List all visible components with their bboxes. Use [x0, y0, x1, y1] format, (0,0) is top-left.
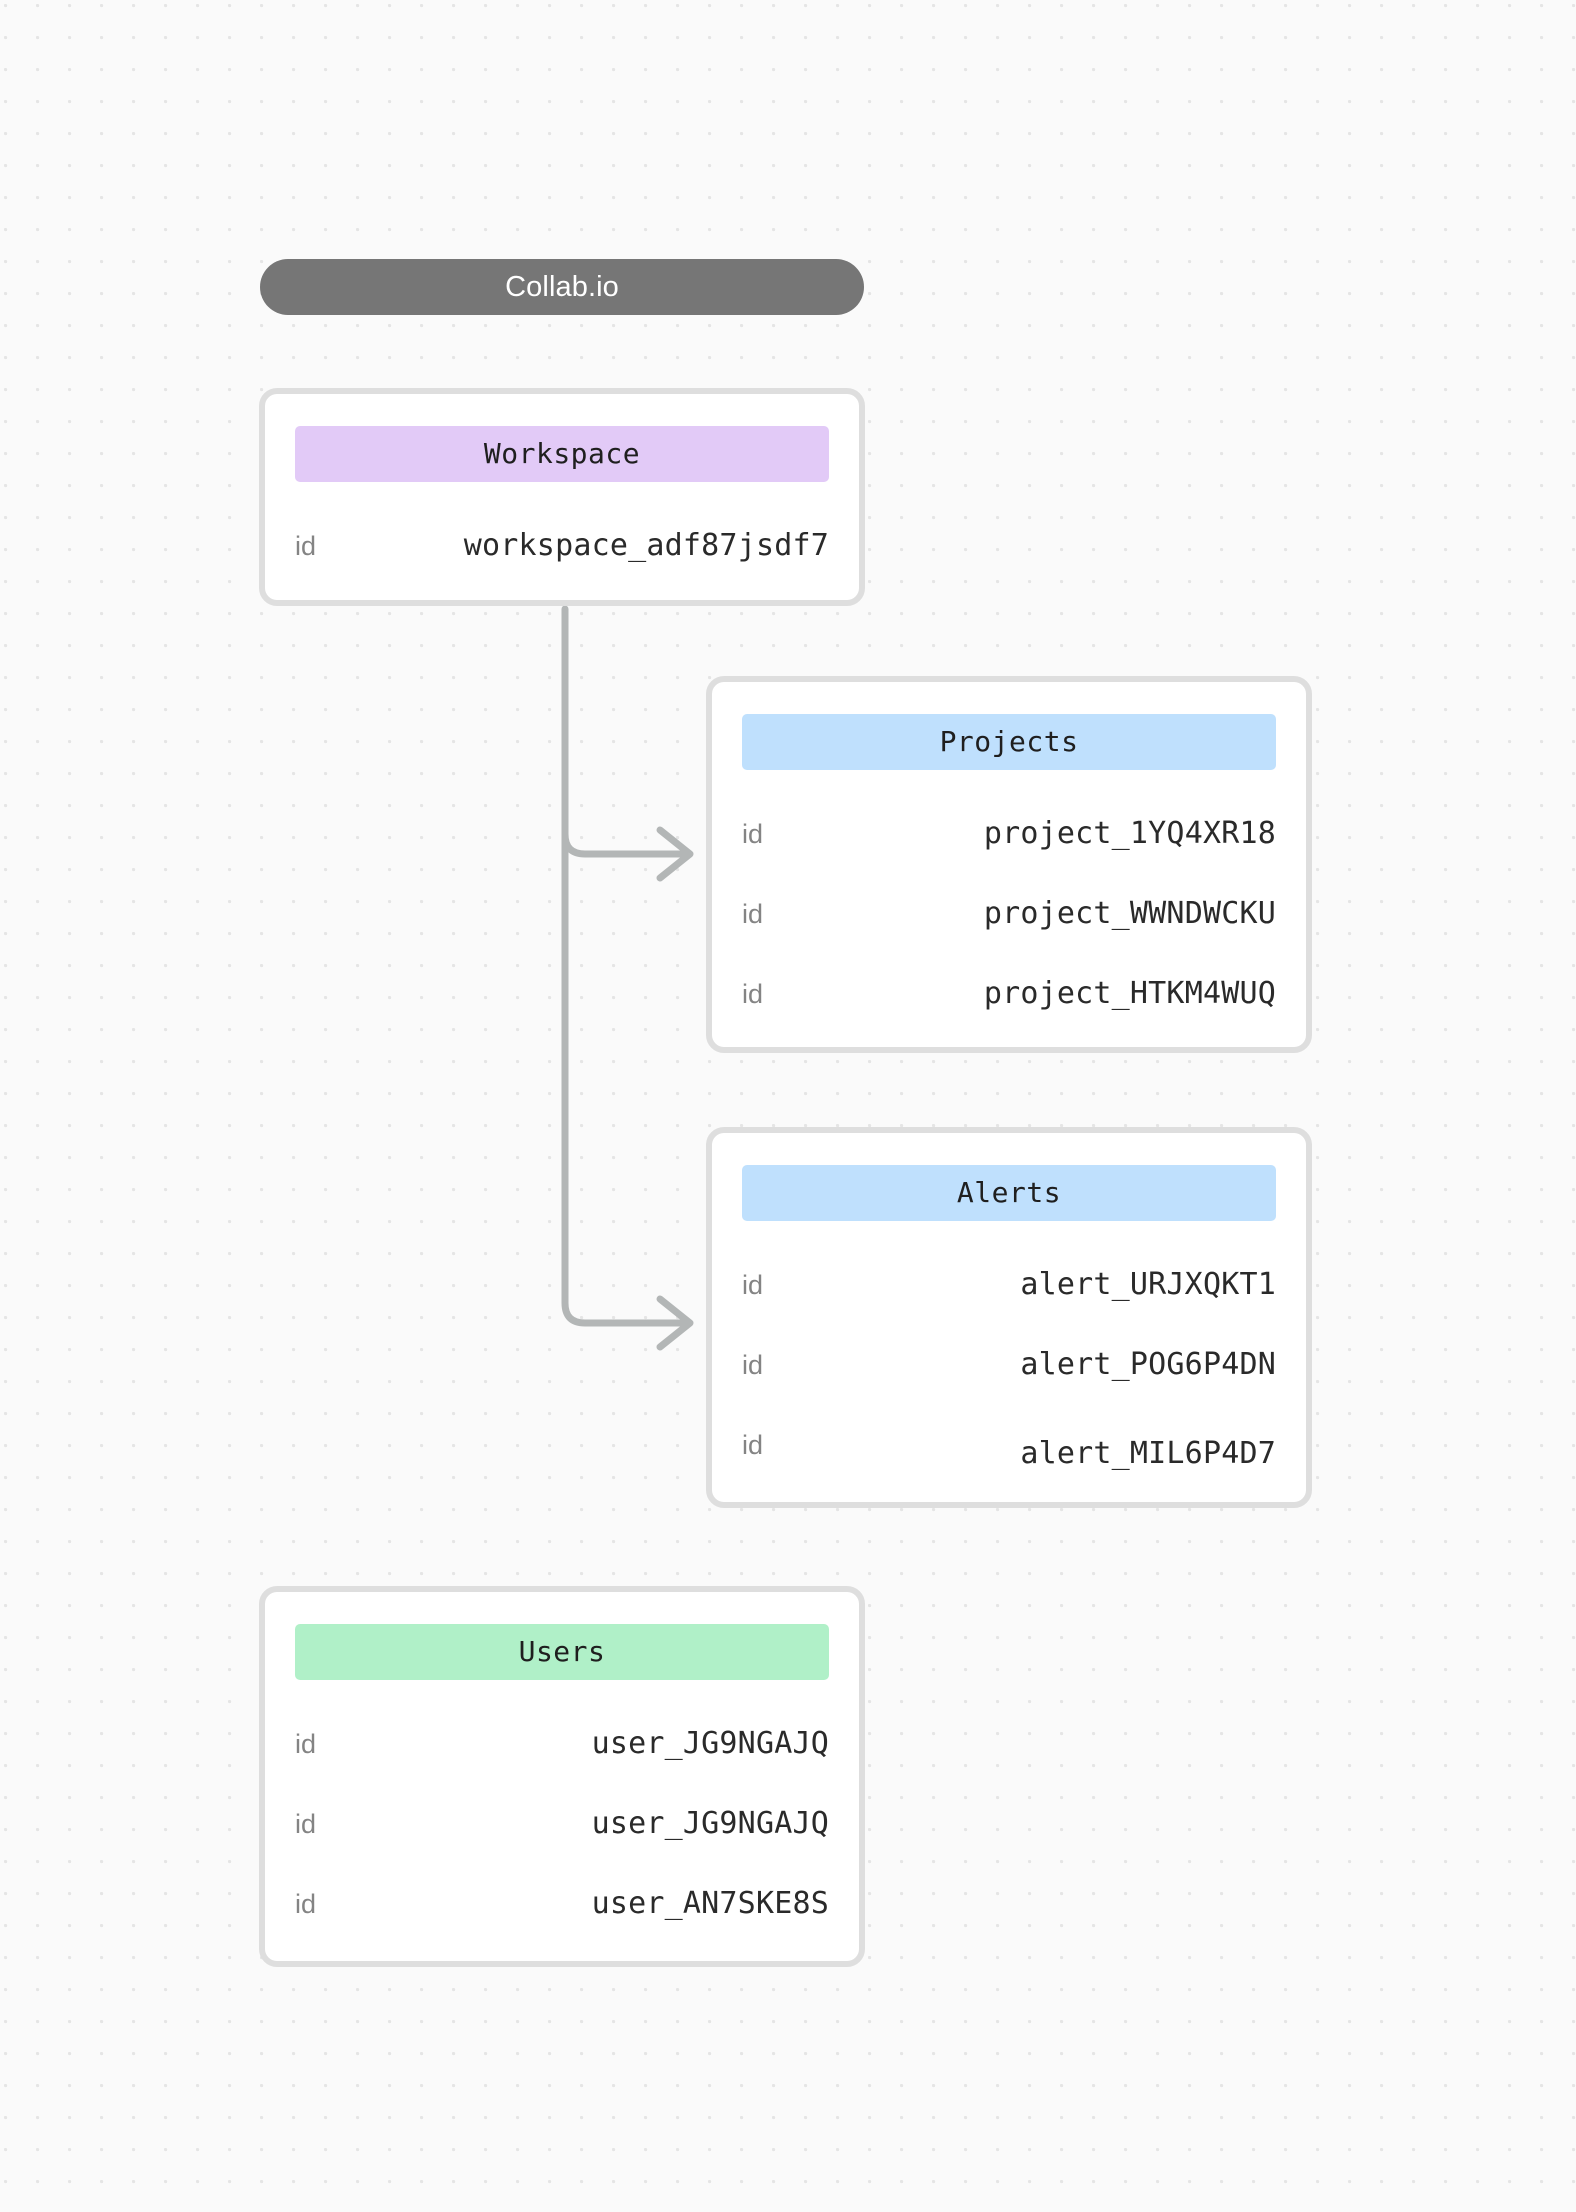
connector-to-projects	[561, 830, 644, 858]
row-value: user_JG9NGAJQ	[591, 1726, 829, 1761]
table-row[interactable]: id user_JG9NGAJQ	[295, 1704, 829, 1784]
row-key: id	[295, 1808, 317, 1839]
entity-header-alerts: Alerts	[742, 1165, 1276, 1221]
row-value: project_WWNDWCKU	[983, 896, 1276, 931]
table-row[interactable]: id alert_MIL6P4D7	[742, 1405, 1276, 1485]
row-key: id	[742, 818, 764, 849]
entity-title-alerts: Alerts	[956, 1176, 1062, 1209]
entity-header-workspace: Workspace	[295, 426, 829, 482]
entity-card-workspace[interactable]: Workspace id workspace_adf87jsdf7	[259, 388, 865, 606]
row-key: id	[295, 530, 317, 561]
entity-rows-users: id user_JG9NGAJQ id user_JG9NGAJQ id use…	[295, 1704, 829, 1944]
entity-header-projects: Projects	[742, 714, 1276, 770]
entity-title-projects: Projects	[939, 725, 1079, 758]
row-value: project_HTKM4WUQ	[983, 976, 1276, 1011]
table-row[interactable]: id user_JG9NGAJQ	[295, 1784, 829, 1864]
entity-card-users[interactable]: Users id user_JG9NGAJQ id user_JG9NGAJQ …	[259, 1586, 865, 1967]
table-row[interactable]: id project_WWNDWCKU	[742, 874, 1276, 954]
entity-card-alerts[interactable]: Alerts id alert_URJXQKT1 id alert_POG6P4…	[706, 1127, 1312, 1508]
row-key: id	[742, 1429, 764, 1460]
table-row[interactable]: id alert_POG6P4DN	[742, 1325, 1276, 1405]
entity-rows-projects: id project_1YQ4XR18 id project_WWNDWCKU …	[742, 794, 1276, 1034]
entity-rows-alerts: id alert_URJXQKT1 id alert_POG6P4DN id a…	[742, 1245, 1276, 1485]
row-value: workspace_adf87jsdf7	[463, 528, 829, 563]
arrowhead-alerts-icon	[656, 1295, 694, 1351]
row-key: id	[295, 1728, 317, 1759]
entity-card-projects[interactable]: Projects id project_1YQ4XR18 id project_…	[706, 676, 1312, 1053]
table-row[interactable]: id project_1YQ4XR18	[742, 794, 1276, 874]
entity-rows-workspace: id workspace_adf87jsdf7	[295, 506, 829, 586]
table-row[interactable]: id workspace_adf87jsdf7	[295, 506, 829, 586]
row-key: id	[295, 1888, 317, 1919]
row-key: id	[742, 1349, 764, 1380]
row-value: alert_URJXQKT1	[1020, 1267, 1276, 1302]
row-key: id	[742, 978, 764, 1009]
diagram-title-pill[interactable]: Collab.io	[260, 259, 864, 315]
row-value: alert_POG6P4DN	[1020, 1347, 1276, 1382]
row-key: id	[742, 898, 764, 929]
entity-title-workspace: Workspace	[483, 437, 641, 470]
table-row[interactable]: id user_AN7SKE8S	[295, 1864, 829, 1944]
row-value: user_JG9NGAJQ	[591, 1806, 829, 1841]
arrowhead-projects-icon	[656, 826, 694, 882]
row-value: alert_MIL6P4D7	[1020, 1436, 1276, 1471]
diagram-title-label: Collab.io	[505, 270, 619, 303]
connector-trunk	[561, 605, 644, 1327]
table-row[interactable]: id alert_URJXQKT1	[742, 1245, 1276, 1325]
row-key: id	[742, 1269, 764, 1300]
entity-header-users: Users	[295, 1624, 829, 1680]
row-value: user_AN7SKE8S	[591, 1886, 829, 1921]
entity-title-users: Users	[518, 1635, 606, 1668]
table-row[interactable]: id project_HTKM4WUQ	[742, 954, 1276, 1034]
row-value: project_1YQ4XR18	[983, 816, 1276, 851]
